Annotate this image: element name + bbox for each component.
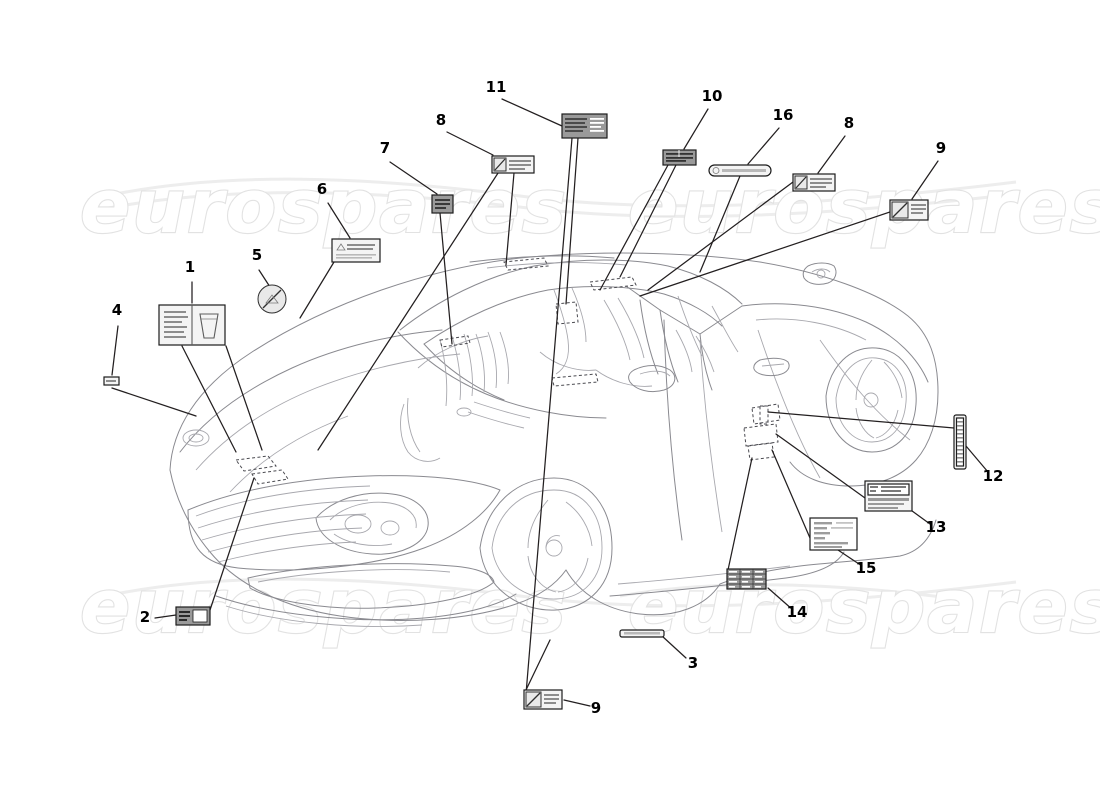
watermark-text: eurospares [628, 164, 1100, 250]
leader-lines [111, 98, 989, 707]
callout-7: 7 [380, 139, 390, 157]
label-emission-plate [864, 480, 913, 512]
callout-11: 11 [486, 78, 507, 96]
label-data-plate [561, 113, 608, 139]
callout-12: 12 [983, 467, 1004, 485]
watermark-layer: eurospares eurospares eurospares eurospa… [79, 163, 1100, 651]
label-roof-plate [662, 149, 697, 166]
callout-numbers: 1 2 3 4 5 6 7 8 8 9 9 10 11 12 13 14 15 … [112, 78, 1004, 717]
label-service-info-plate [809, 517, 858, 551]
car-illustration [169, 252, 939, 627]
callout-6: 6 [317, 180, 327, 198]
callout-1: 1 [185, 258, 195, 276]
label-graphics [103, 113, 967, 710]
callout-4: 4 [112, 301, 122, 319]
label-no-child-seat-right [889, 199, 929, 221]
callout-5: 5 [252, 246, 262, 264]
label-fuel-filler-plate [158, 304, 226, 346]
callout-8-right: 8 [844, 114, 854, 132]
label-warning-tag [431, 194, 454, 214]
label-engine-bay-plate [331, 238, 381, 263]
label-airbag-warning-left [491, 155, 535, 174]
callout-9-right: 9 [936, 139, 946, 157]
label-no-child-seat-lower [523, 689, 563, 710]
label-long-rounded-strip [708, 164, 772, 177]
callout-16: 16 [773, 106, 794, 124]
label-sill-strip [619, 629, 665, 638]
callout-9-lower: 9 [591, 699, 601, 717]
label-airbag-warning-right [792, 173, 836, 192]
watermark-text: eurospares [628, 564, 1100, 650]
callout-2: 2 [140, 608, 150, 626]
label-vertical-scale-strip [953, 414, 967, 470]
label-front-bumper-plate [175, 606, 211, 626]
label-small-tag [103, 376, 120, 386]
callout-3: 3 [688, 654, 698, 672]
callout-10: 10 [702, 87, 723, 105]
callout-8-left: 8 [436, 111, 446, 129]
callout-15: 15 [856, 559, 877, 577]
callout-13: 13 [926, 518, 947, 536]
callout-14: 14 [787, 603, 808, 621]
label-tyre-pressure-table [726, 568, 767, 590]
watermark-text: eurospares [80, 164, 568, 250]
label-no-symbol-disc [257, 284, 287, 314]
